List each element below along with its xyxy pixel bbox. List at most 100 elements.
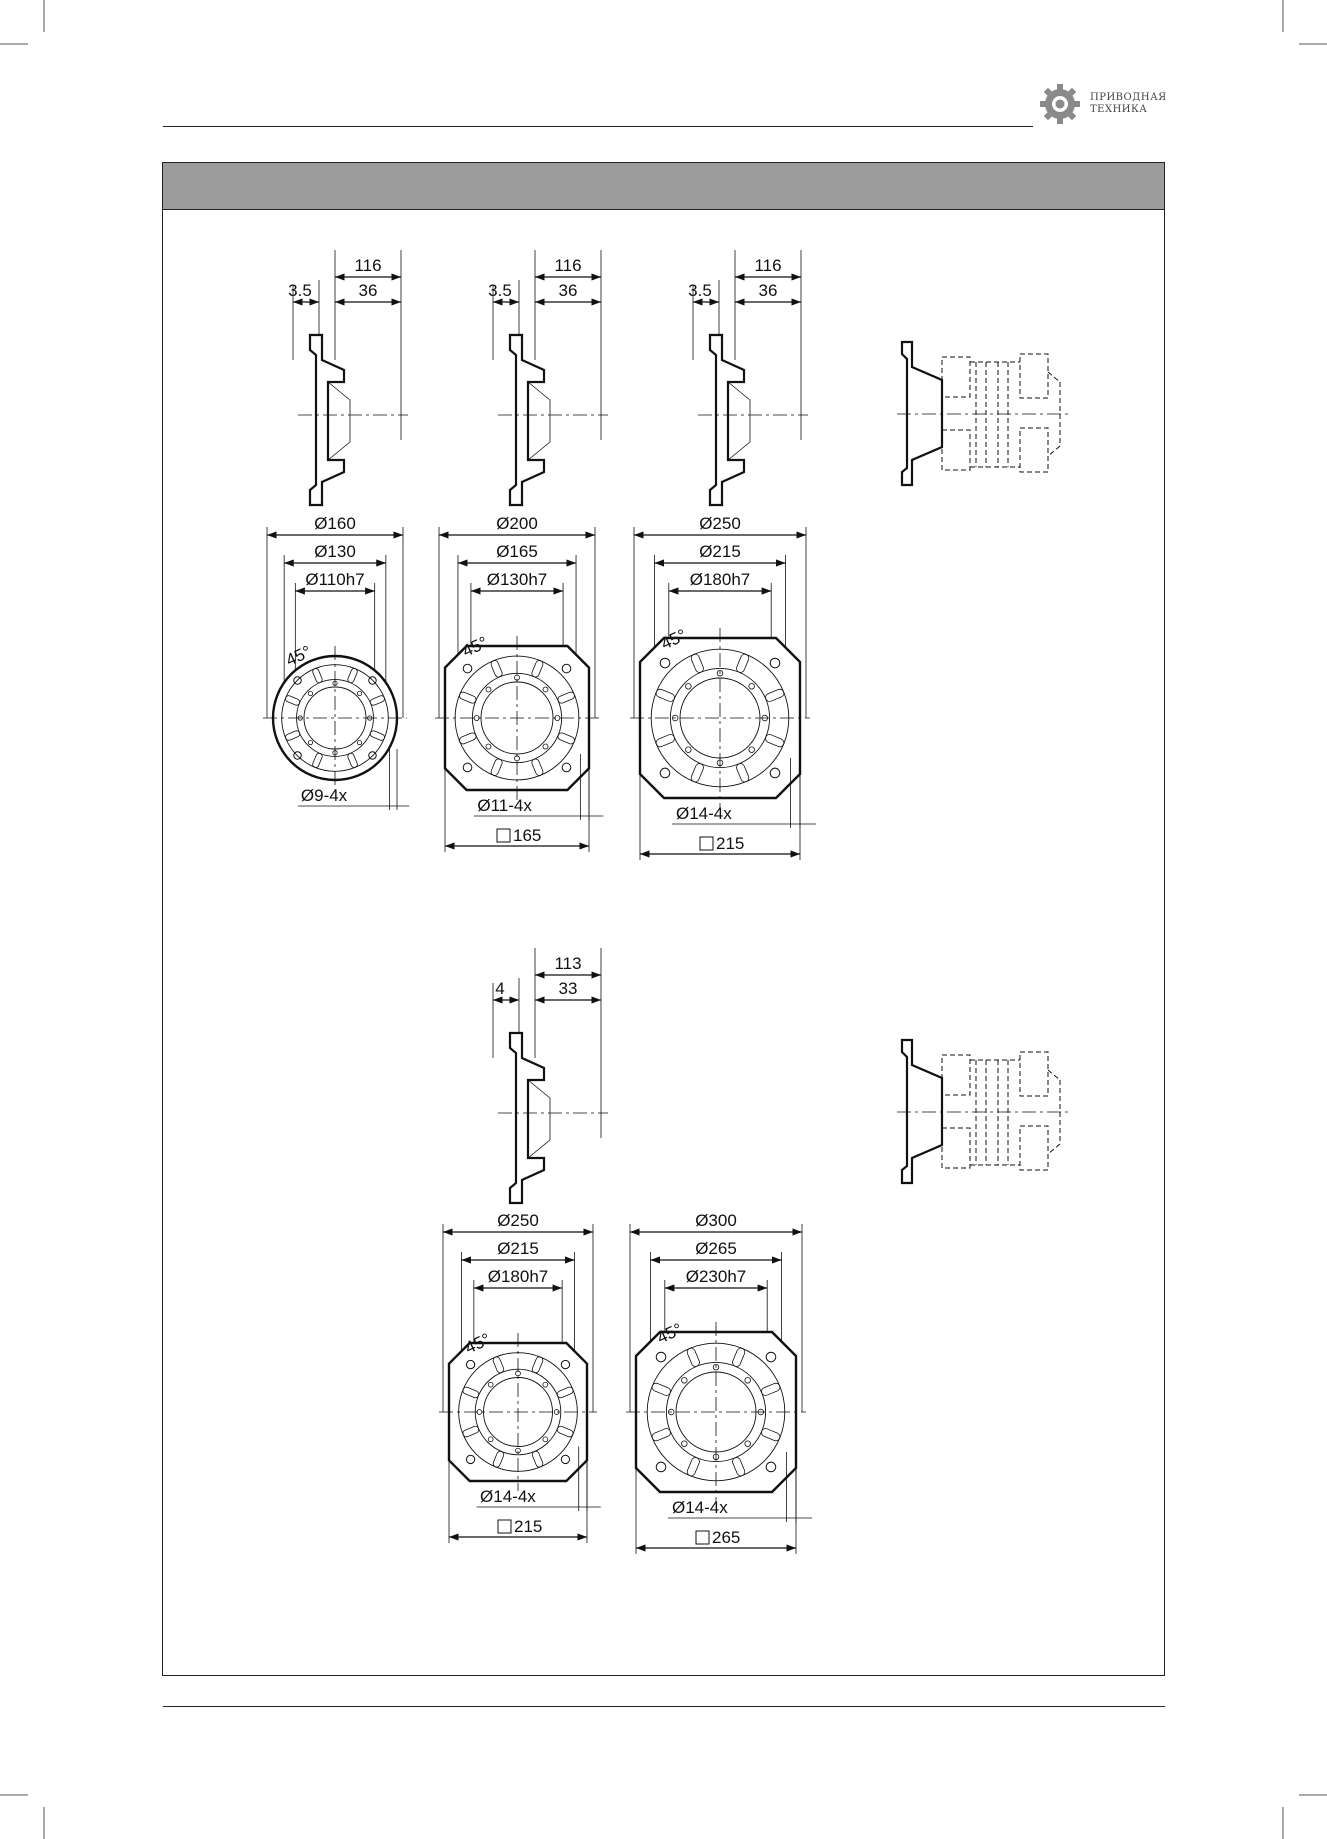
- square-symbol: [496, 828, 511, 843]
- tap-hole: [685, 683, 692, 690]
- dim-bolt-circle: Ø165: [496, 542, 538, 561]
- assembly-flange: [900, 340, 944, 487]
- tap-hole: [744, 1377, 751, 1384]
- tap-hole: [542, 686, 549, 693]
- dim-holes: Ø9-4x: [301, 786, 348, 805]
- bolt-hole: [462, 762, 473, 773]
- tap-hole: [668, 1408, 675, 1416]
- bolt-hole: [293, 751, 302, 760]
- bolt-hole: [368, 751, 377, 760]
- dim-depth: 33: [559, 979, 578, 998]
- flange-slot: [765, 734, 785, 748]
- bolt-hole: [765, 1351, 777, 1363]
- tap-hole: [748, 746, 755, 753]
- bolt-hole: [368, 676, 377, 685]
- drawing-line: [327, 381, 351, 401]
- tap-hole: [307, 690, 314, 697]
- dim-square-label: 215: [514, 1517, 542, 1536]
- flange-profile: [708, 333, 746, 507]
- dim-pilot-diameter: Ø180h7: [488, 1267, 549, 1286]
- flange-slot: [686, 1347, 700, 1367]
- bolt-hole: [655, 1351, 667, 1363]
- tap-hole: [487, 1436, 494, 1443]
- flange-slot: [285, 695, 301, 706]
- flange-slot: [462, 1425, 480, 1438]
- dim-bolt-circle: Ø130: [314, 542, 356, 561]
- flange-slot: [312, 752, 323, 768]
- dim-outer-diameter: Ø250: [497, 1211, 539, 1230]
- flange-slot: [347, 752, 358, 768]
- bolt-hole: [462, 663, 473, 674]
- tap-hole: [542, 1436, 549, 1443]
- housing-block: [1019, 353, 1049, 399]
- dim-outer-diameter: Ø200: [496, 514, 538, 533]
- bolt-hole: [293, 676, 302, 685]
- flange-slot: [462, 1386, 480, 1399]
- tap-hole: [485, 743, 492, 750]
- tap-hole: [356, 739, 363, 746]
- dim-square-label: 215: [716, 834, 744, 853]
- tap-hole: [744, 1440, 751, 1447]
- header-band: [163, 163, 1164, 210]
- housing-block: [1019, 427, 1049, 473]
- flange-slot: [686, 1457, 700, 1477]
- bolt-hole: [561, 663, 572, 674]
- dim-holes: Ø14-4x: [672, 1498, 728, 1517]
- flange-slot: [459, 691, 477, 704]
- flange-pilot-ring: [669, 667, 771, 769]
- flange-slot: [651, 1428, 671, 1442]
- bolt-hole: [560, 1454, 571, 1465]
- housing-block: [941, 429, 971, 471]
- tap-hole: [681, 1440, 688, 1447]
- dim-holes: Ø11-4x: [477, 796, 532, 815]
- drawing-line: [727, 441, 751, 461]
- flange-slot: [531, 660, 544, 678]
- dim-offset: 3.5: [688, 281, 712, 300]
- flange-slot: [736, 653, 750, 673]
- flange-slot: [369, 730, 385, 741]
- flange-slot: [732, 1457, 746, 1477]
- dim-holes: Ø14-4x: [676, 804, 732, 823]
- assembly-housing: [941, 353, 1061, 473]
- flange-pilot-ring: [665, 1361, 767, 1463]
- dim-offset: 4: [495, 979, 504, 998]
- tap-hole: [485, 686, 492, 693]
- tap-hole: [712, 1363, 720, 1371]
- tap-hole: [685, 746, 692, 753]
- dim-bolt-circle: Ø265: [695, 1239, 737, 1258]
- bolt-hole: [561, 762, 572, 773]
- dim-square-label: 265: [712, 1528, 740, 1547]
- bolt-hole: [655, 1461, 667, 1473]
- housing-edge: [1047, 445, 1061, 457]
- dim-pilot-diameter: Ø110h7: [305, 570, 364, 589]
- bolt-hole: [465, 1454, 476, 1465]
- logo-text-line2: ТЕХНИКА: [1090, 104, 1148, 115]
- tap-hole: [716, 670, 724, 677]
- dim-pilot-diameter: Ø180h7: [690, 570, 751, 589]
- dim-depth: 36: [359, 281, 378, 300]
- tap-hole: [307, 739, 314, 746]
- dim-overall: 113: [554, 954, 581, 973]
- dim-pilot-diameter: Ø230h7: [686, 1267, 747, 1286]
- dim-pilot-diameter: Ø130h7: [487, 570, 548, 589]
- dim-square-label: 165: [513, 826, 541, 845]
- drawing-line: [527, 441, 551, 461]
- bolt-hole: [765, 1461, 777, 1473]
- tap-hole: [356, 690, 363, 697]
- flange-slot: [492, 1450, 505, 1468]
- dim-holes: Ø14-4x: [480, 1487, 536, 1506]
- flange-slot: [765, 688, 785, 702]
- drawing-line: [527, 1079, 551, 1099]
- square-symbol: [497, 1519, 512, 1534]
- flange-slot: [459, 732, 477, 745]
- brand-logo: ПРИВОДНАЯ ТЕХНИКА: [1038, 80, 1178, 130]
- flange-slot: [312, 668, 323, 684]
- dim-offset: 3.5: [488, 281, 512, 300]
- dim-overall: 116: [754, 256, 781, 275]
- square-symbol: [699, 836, 714, 851]
- bolt-hole: [659, 767, 671, 779]
- bolt-hole: [465, 1359, 476, 1370]
- tap-hole: [672, 714, 679, 722]
- flange-slot: [490, 758, 503, 776]
